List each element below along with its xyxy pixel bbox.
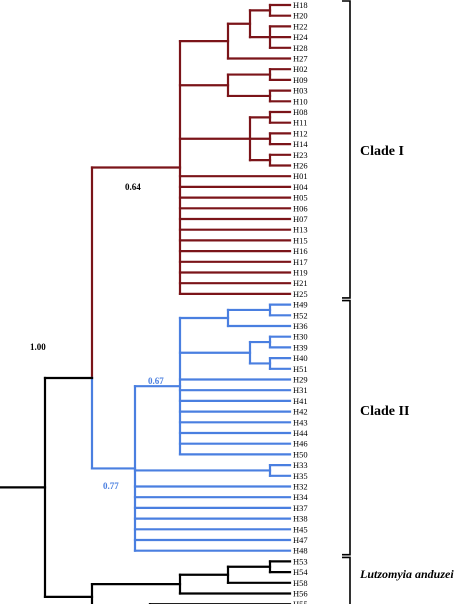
tip-label-h45: H45 [293,524,308,534]
support-value-clade-i: 0.64 [125,182,141,192]
tip-label-h06: H06 [293,203,308,213]
tip-label-h34: H34 [293,492,308,502]
tip-label-h01: H01 [293,171,308,181]
tip-label-h47: H47 [293,535,308,545]
tip-label-h25: H25 [293,289,308,299]
tip-label-h53: H53 [293,556,308,566]
tip-label-h28: H28 [293,43,308,53]
tip-label-h33: H33 [293,460,308,470]
tip-label-h10: H10 [293,96,308,106]
bracket-outgroup [342,556,351,604]
tip-label-h16: H16 [293,246,308,256]
tip-label-h09: H09 [293,75,308,85]
tip-label-h15: H15 [293,235,308,245]
outgroup-label: Lutzomyia anduzei [359,567,454,581]
tip-label-h41: H41 [293,396,308,406]
tip-label-h42: H42 [293,407,308,417]
clade-brackets [342,0,351,604]
support-value-subclade-ii: 0.67 [148,376,164,386]
tip-label-h44: H44 [293,428,308,438]
support-value-clade-ii: 0.77 [103,481,119,491]
tip-label-h29: H29 [293,375,308,385]
tip-label-h37: H37 [293,503,308,513]
bracket-clade-ii [342,299,351,556]
tip-label-h24: H24 [293,32,308,42]
tip-label-h56: H56 [293,589,308,599]
tip-label-h54: H54 [293,567,308,577]
tip-label-h11: H11 [293,118,307,128]
tip-label-h35: H35 [293,471,308,481]
tip-label-h12: H12 [293,128,308,138]
tip-label-h03: H03 [293,86,308,96]
tip-labels: H18H20H22H24H28H27H02H09H03H10H08H11H12H… [293,0,308,604]
tip-label-h04: H04 [293,182,308,192]
bracket-clade-i [342,0,351,299]
tree-branches [0,3,292,604]
tip-label-h40: H40 [293,353,308,363]
tip-label-h51: H51 [293,364,308,374]
tip-label-h48: H48 [293,546,308,556]
clade-ii-label: Clade II [360,404,409,419]
tip-label-h26: H26 [293,161,308,171]
tip-label-h13: H13 [293,225,308,235]
tip-label-h23: H23 [293,150,308,160]
tip-label-h58: H58 [293,578,308,588]
tip-label-h05: H05 [293,193,308,203]
tip-label-h21: H21 [293,278,308,288]
tip-label-h52: H52 [293,310,308,320]
tip-label-h18: H18 [293,0,308,10]
tip-label-h07: H07 [293,214,308,224]
tip-label-h20: H20 [293,11,308,21]
tip-label-h32: H32 [293,482,308,492]
tip-label-h17: H17 [293,257,308,267]
tip-label-h55: H55 [293,599,308,604]
tip-label-h22: H22 [293,21,308,31]
tip-label-h39: H39 [293,342,308,352]
tip-label-h08: H08 [293,107,308,117]
tip-label-h49: H49 [293,300,308,310]
tip-label-h27: H27 [293,54,308,64]
tip-label-h02: H02 [293,64,308,74]
tip-label-h43: H43 [293,417,308,427]
tip-label-h50: H50 [293,449,308,459]
tip-label-h14: H14 [293,139,308,149]
tip-label-h36: H36 [293,321,308,331]
tip-label-h19: H19 [293,268,308,278]
clade-i-label: Clade I [360,144,404,159]
tip-label-h31: H31 [293,385,308,395]
tip-label-h46: H46 [293,439,308,449]
tip-label-h30: H30 [293,332,308,342]
support-value-root: 1.00 [30,342,46,352]
tip-label-h38: H38 [293,514,308,524]
